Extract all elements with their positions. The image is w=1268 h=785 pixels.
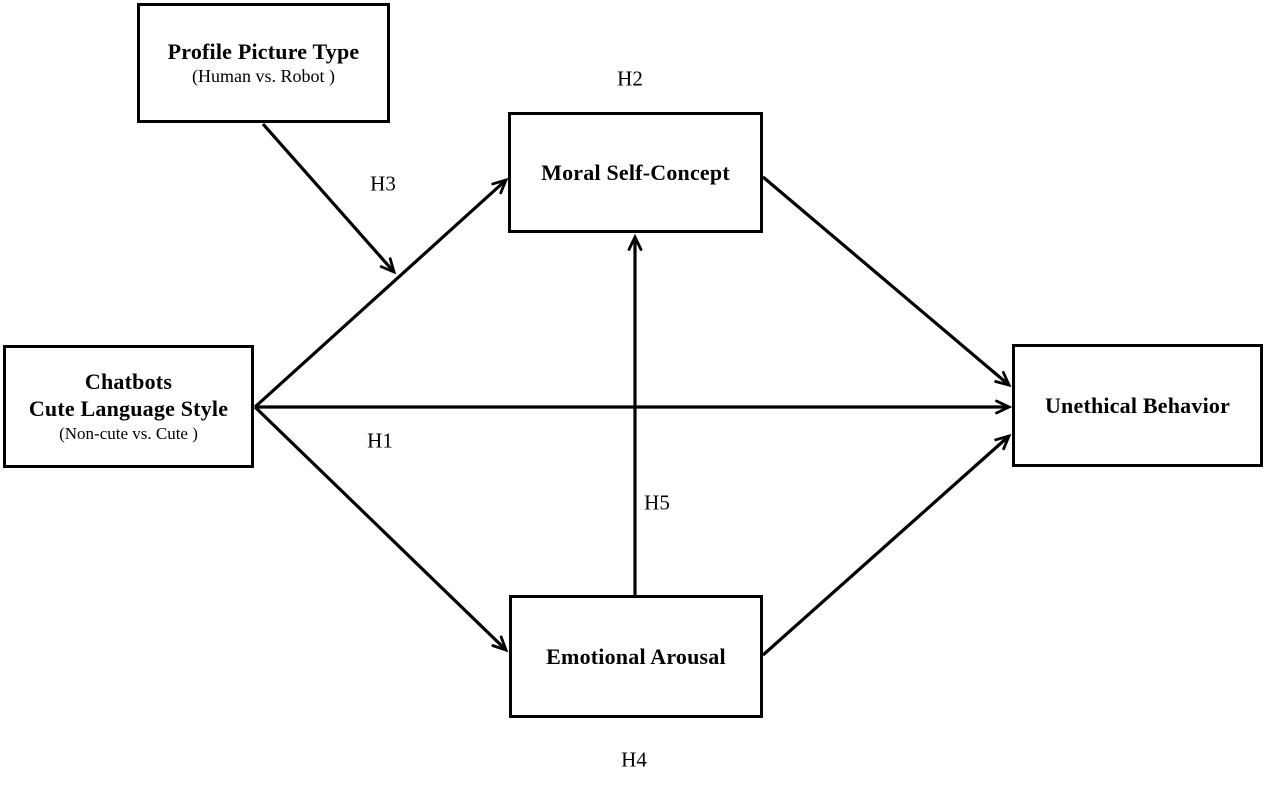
arrow-profile-picture-type-moderation (261, 122, 394, 272)
box-moral-self-concept-title: Moral Self-Concept (541, 160, 730, 185)
hypothesis-label-h4: H4 (621, 747, 647, 772)
box-unethical-behavior-title: Unethical Behavior (1044, 393, 1231, 418)
box-profile-picture-type-title: Profile Picture Type (167, 39, 360, 64)
box-moral-self-concept: Moral Self-Concept (508, 112, 763, 233)
hypothesis-label-h1: H1 (367, 428, 393, 453)
box-chatbots-title-line1: Chatbots (84, 369, 173, 394)
box-unethical-behavior: Unethical Behavior (1012, 344, 1263, 467)
arrow-moral-self-concept-to-unethical-behavior (761, 175, 1009, 385)
arrow-emotional-arousal-to-unethical-behavior (761, 436, 1009, 657)
arrow-chatbots-to-moral-self-concept (253, 180, 506, 409)
box-profile-picture-type-subtitle: (Human vs. Robot ) (192, 66, 335, 86)
box-chatbots-cute-language-style: Chatbots Cute Language Style (Non-cute v… (3, 345, 254, 468)
hypothesis-label-h3: H3 (370, 171, 396, 196)
box-profile-picture-type: Profile Picture Type (Human vs. Robot ) (137, 3, 390, 123)
box-chatbots-subtitle: (Non-cute vs. Cute ) (59, 424, 198, 443)
box-chatbots-title-line2: Cute Language Style (28, 396, 229, 421)
hypothesis-label-h2: H2 (617, 66, 643, 91)
box-emotional-arousal-title: Emotional Arousal (546, 644, 726, 669)
hypothesis-label-h5: H5 (644, 490, 670, 515)
box-emotional-arousal: Emotional Arousal (509, 595, 763, 718)
